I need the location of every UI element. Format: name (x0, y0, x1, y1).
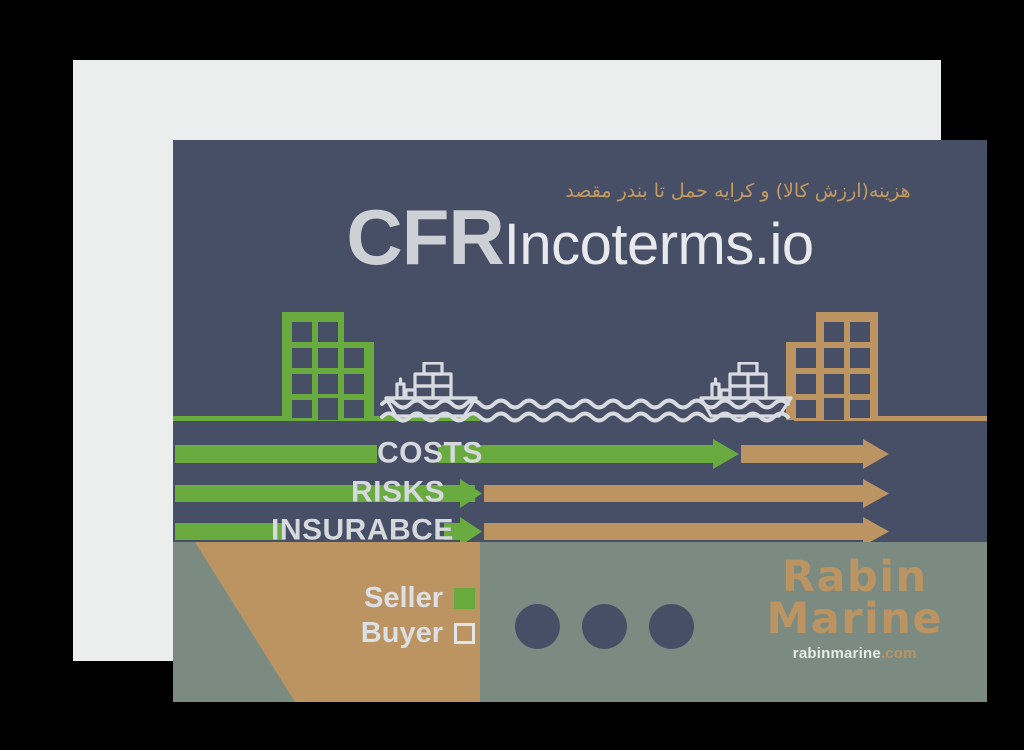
legend-swatch-buyer (454, 623, 475, 644)
container-ship-icon (384, 361, 478, 418)
ground-line-buyer (794, 416, 987, 421)
insurance-arrow-graphic (175, 517, 889, 546)
legend-item-seller: Seller (345, 584, 475, 613)
ship-right (693, 361, 798, 429)
brand-website-tld: .com (880, 645, 917, 662)
legend-label-seller: Seller (364, 582, 443, 614)
brand-name-line1: Rabin (781, 551, 928, 602)
office-building-icon (786, 312, 878, 420)
poster-canvas: CFRIncoterms.io هزینه(ارزش کالا) و کرایه… (173, 140, 987, 702)
seller-wedge-shape (195, 542, 480, 702)
water-waves (380, 394, 797, 429)
wave-lines-icon (380, 398, 790, 423)
poster-frame: CFRIncoterms.io هزینه(ارزش کالا) و کرایه… (73, 60, 987, 702)
arrow-row-costs: COSTS (173, 436, 987, 471)
risks-arrow-graphic (175, 479, 889, 508)
decorative-dot (515, 604, 560, 649)
arrow-row-insurance: INSURABCE (173, 513, 987, 548)
row-label-insurance: INSURABCE (271, 513, 454, 547)
decorative-dot (582, 604, 627, 649)
brand-name-line2: Marine (766, 593, 943, 644)
row-label-risks: RISKS (351, 475, 446, 509)
legend-item-buyer: Buyer (345, 619, 475, 648)
row-label-costs: COSTS (377, 436, 483, 470)
brand-website: rabinmarine.com (766, 645, 943, 662)
arrow-row-risks: RISKS (173, 475, 987, 510)
costs-arrow-graphic (175, 439, 889, 469)
ship-left (378, 361, 483, 429)
building-right-buyer (782, 310, 882, 425)
office-building-icon (282, 312, 374, 420)
container-ship-icon (699, 361, 793, 418)
title-site-name: Incoterms.io (503, 212, 814, 277)
building-left-seller (278, 310, 378, 425)
bottom-panel-seller (173, 542, 480, 702)
page-title: CFRIncoterms.io (173, 192, 987, 283)
legend: Seller Buyer (345, 584, 475, 654)
decorative-dot (649, 604, 694, 649)
title-incoterm-code: CFR (346, 193, 504, 281)
legend-swatch-seller (454, 588, 475, 609)
brand-logo: Rabin Marine rabinmarine.com (766, 551, 943, 662)
brand-website-name: rabinmarine (792, 645, 881, 662)
legend-label-buyer: Buyer (360, 617, 443, 649)
